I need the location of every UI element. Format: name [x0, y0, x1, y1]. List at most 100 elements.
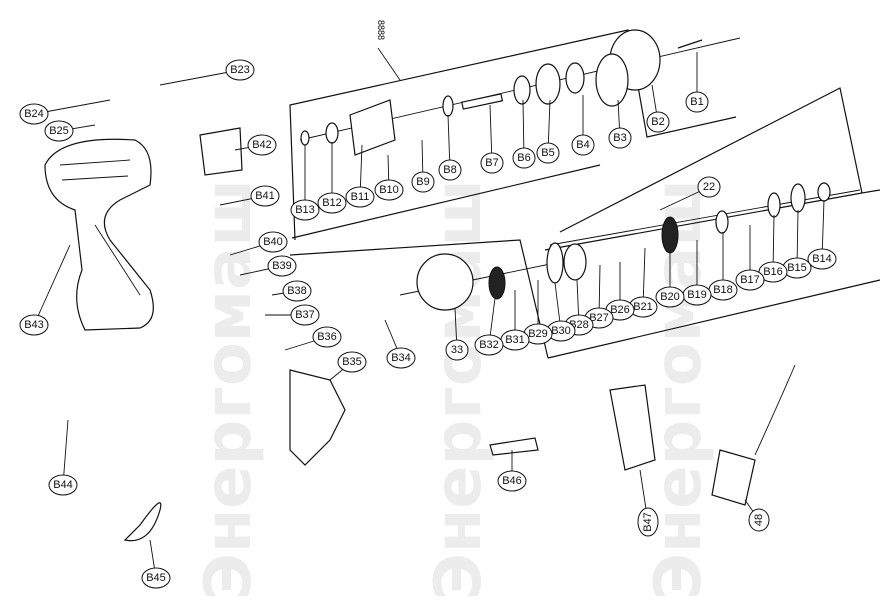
callout-bubble: [536, 142, 560, 164]
gear-b20: [661, 216, 679, 254]
callout-bubble: [225, 59, 255, 81]
callout-b43: B43: [19, 244, 71, 336]
callout-label: B40: [263, 236, 283, 248]
callout-b19: B19: [682, 240, 712, 306]
callout-label: B46: [502, 475, 522, 487]
svg-text:Энергомаш: Энергомаш: [192, 179, 266, 600]
callout-label: B41: [255, 190, 275, 202]
callout-label: B27: [589, 312, 609, 324]
motor-plate: [488, 266, 506, 300]
callout-bubble: [290, 304, 320, 326]
callout-bubble: [44, 120, 74, 142]
callout-b9: B9: [411, 139, 435, 193]
bearing-b15: [790, 183, 806, 213]
clutch-ring: [199, 127, 243, 176]
callout-label: B18: [713, 284, 733, 296]
callout-bubble: [685, 91, 709, 113]
callout-label: 22: [703, 181, 715, 193]
gearbox-frame-mid: [544, 192, 863, 251]
callout-label: B42: [252, 139, 272, 151]
callout-label: B39: [272, 260, 292, 272]
callout-b10: B10: [374, 154, 404, 201]
callout-label: B14: [812, 253, 832, 265]
chuck-assembly-frame: [289, 29, 737, 241]
spring: [535, 63, 561, 105]
bearing: [442, 95, 454, 117]
battery: [609, 384, 656, 471]
callout-label: B36: [317, 331, 337, 343]
callout-b36: B36: [284, 326, 342, 351]
callout-bubble: [386, 347, 416, 369]
callout-label: B17: [740, 274, 760, 286]
callout-label: B1: [690, 96, 703, 108]
callout-label: B9: [416, 176, 429, 188]
callout-bubble: [445, 339, 469, 361]
callout-bubble: [312, 326, 342, 348]
callout-b13: B13: [290, 145, 320, 221]
callout-label: B19: [687, 289, 707, 301]
callout-label: B37: [295, 309, 315, 321]
callout-label: B38: [287, 285, 307, 297]
callout-b2: B2: [646, 84, 670, 133]
callout-b16: B16: [758, 214, 788, 283]
callout-b41: B41: [219, 185, 280, 207]
callout-bubble: [290, 199, 320, 221]
callout-bubble: [247, 134, 277, 156]
callout-bubble: [411, 171, 435, 193]
gearbox-frame-bottom: [547, 279, 881, 359]
chuck-ring: [595, 53, 629, 107]
callout-bubble: [608, 127, 632, 149]
callout-b26: B26: [605, 262, 635, 321]
carrier-b18: [715, 210, 729, 234]
callout-bubble: [317, 192, 347, 214]
callout-b42: B42: [234, 134, 277, 156]
callout-b14: B14: [807, 199, 837, 270]
leader-line: [62, 419, 69, 486]
switch: [289, 369, 346, 466]
callout-label: 48: [753, 514, 765, 526]
leader-line: [33, 244, 71, 326]
callout-b4: B4: [571, 95, 595, 156]
callout-label: B4: [576, 139, 589, 151]
callout-b35: B35: [329, 351, 367, 381]
callout-b40: B40: [229, 231, 288, 256]
circlip: [300, 130, 310, 146]
callout-22: 22: [659, 176, 721, 211]
callout-bubble: [258, 231, 288, 253]
callout-label: B24: [24, 108, 44, 120]
callout-label: B11: [351, 191, 370, 203]
motor-frame: [289, 239, 549, 359]
callout-label: 33: [451, 344, 463, 356]
callout-b21: B21: [628, 247, 658, 318]
callout-label: B12: [322, 197, 342, 209]
chuck-assembly-frame-bottom: [291, 164, 601, 239]
callout-label: B30: [551, 325, 571, 337]
callout-label: B7: [485, 157, 498, 169]
callout-bubble: [374, 179, 404, 201]
watermark: Энергомаш Энергомаш Энергомаш: [192, 179, 716, 600]
callout-label: B5: [541, 147, 554, 159]
callout-label: B8: [443, 164, 456, 176]
callout-label: B20: [660, 291, 680, 303]
callout-b30: B30: [546, 282, 576, 342]
callout-b5: B5: [536, 99, 560, 164]
callout-b17: B17: [735, 225, 765, 291]
gear-axis: [549, 189, 861, 246]
callout-label: B21: [633, 301, 653, 313]
motor: [416, 253, 474, 311]
callout-group: B1B2B3B4B5B6B7B8B9B10B11B12B1322B14B15B1…: [19, 52, 837, 589]
drill-housing: [44, 138, 154, 331]
callout-label: B35: [342, 356, 362, 368]
callout-bubble: [646, 111, 670, 133]
callout-bubble: [735, 269, 765, 291]
callout-b3: B3: [608, 99, 632, 149]
callout-b45: B45: [141, 539, 171, 589]
callout-bubble: [748, 508, 770, 532]
callout-bubble: [282, 280, 312, 302]
callout-b7: B7: [480, 104, 504, 174]
svg-text:Энергомаш: Энергомаш: [422, 179, 496, 600]
callout-bubble: [571, 134, 595, 156]
callout-bubble: [480, 152, 504, 174]
callout-label: B15: [787, 262, 807, 274]
